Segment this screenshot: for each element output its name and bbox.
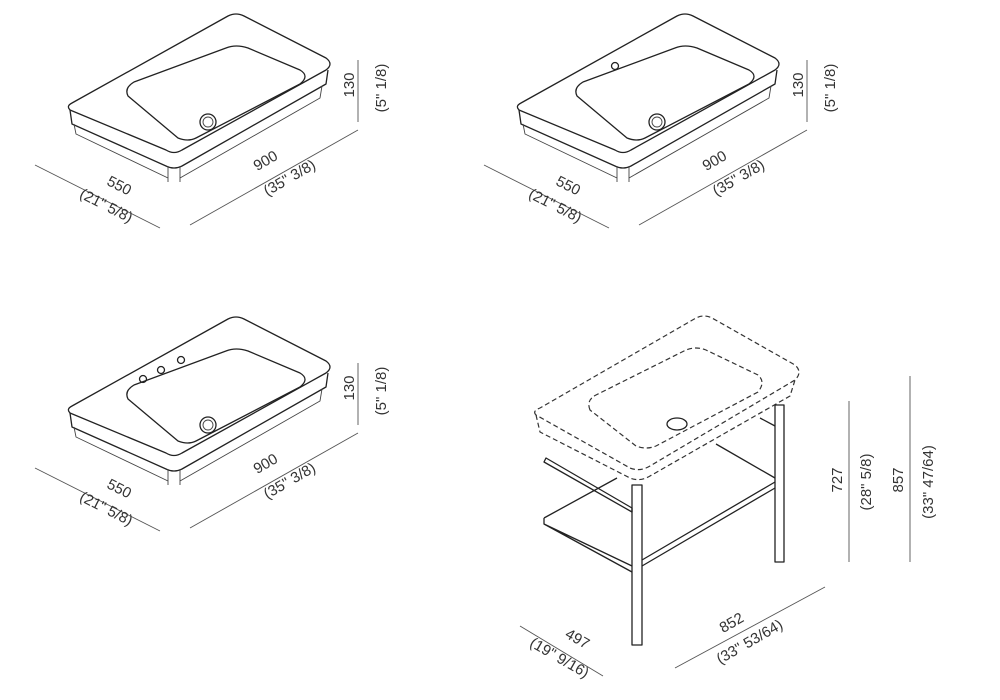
width-mm-label: 900 (251, 147, 281, 174)
washbasin-view-2: 550 (21" 5/8) 900 (35" 3/8) 130 (5" 1/8) (483, 13, 839, 229)
towel-rail (543, 457, 633, 513)
stand-view: 497 (19" 9/16) 852 (33" 53/64) 727 (28" … (519, 315, 937, 682)
stand-depth-mm-label: 497 (562, 625, 592, 652)
total-height-in-label: (33" 47/64) (920, 445, 937, 519)
width-mm-label: 900 (700, 147, 730, 174)
height-mm-label: 130 (341, 375, 358, 400)
total-height-mm-label: 857 (890, 467, 907, 492)
height-mm-label: 130 (790, 72, 807, 97)
taphole-icon (610, 61, 620, 71)
frame-height-in-label: (28" 5/8) (858, 453, 875, 510)
width-mm-label: 900 (251, 450, 281, 477)
front-leg (631, 484, 643, 646)
height-in-label: (5" 1/8) (373, 64, 390, 113)
right-leg (774, 404, 785, 563)
washbasin-view-1: 550 (21" 5/8) 900 (35" 3/8) 130 (5" 1/8) (34, 13, 390, 229)
taphole-icon (138, 374, 148, 384)
frame-height-mm-label: 727 (829, 467, 846, 492)
height-in-label: (5" 1/8) (373, 367, 390, 416)
height-in-label: (5" 1/8) (822, 64, 839, 113)
taphole-icon (156, 365, 166, 375)
washbasin-view-3: 550 (21" 5/8) 900 (35" 3/8) 130 (5" 1/8) (34, 316, 390, 532)
stand-width-mm-label: 852 (717, 609, 747, 636)
depth-mm-label: 550 (104, 476, 134, 503)
depth-mm-label: 550 (553, 173, 583, 200)
depth-dimension-line (34, 164, 161, 229)
width-dimension-line (189, 129, 359, 226)
depth-mm-label: 550 (104, 173, 134, 200)
height-mm-label: 130 (341, 72, 358, 97)
taphole-icon (176, 355, 186, 365)
